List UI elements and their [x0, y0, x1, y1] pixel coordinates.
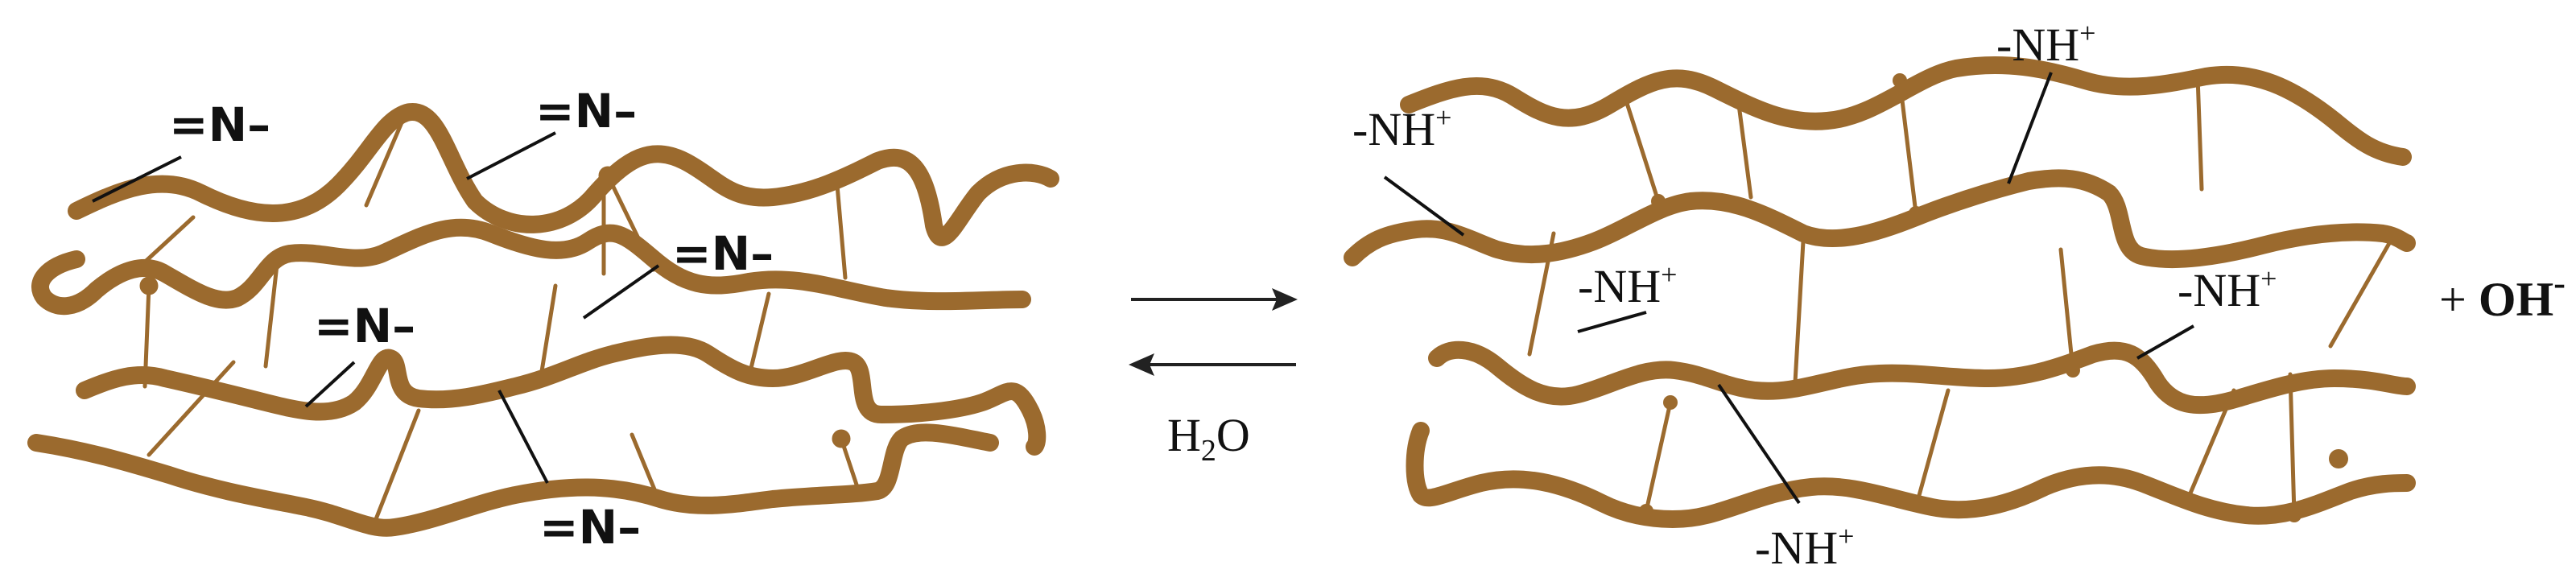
leader-line	[1577, 311, 1647, 333]
crosslink	[2328, 231, 2397, 349]
crosslink	[2288, 372, 2297, 518]
imine-label: =N–	[169, 97, 270, 152]
polymer-chain	[1406, 422, 2416, 528]
imine-label: =N–	[672, 226, 774, 281]
crosslink	[746, 291, 771, 381]
crosslink	[1624, 98, 1661, 204]
crosslink	[1793, 239, 1806, 385]
imine-label: =N–	[539, 500, 641, 555]
polymer-chain	[27, 423, 999, 537]
leader-line	[582, 264, 660, 320]
leader-line	[2007, 72, 2053, 184]
leader-line	[497, 390, 549, 484]
junction-dot	[1663, 395, 1678, 410]
right-crosslinks	[1527, 74, 2397, 518]
left-labels: =N– =N– =N– =N– =N–	[169, 84, 774, 555]
protonated-amine-label: -NH+	[1352, 101, 1451, 155]
protonated-amine-label: -NH+	[1996, 17, 2095, 71]
polymer-chain	[1344, 169, 2416, 269]
crosslink	[1736, 102, 1753, 200]
equilibrium-arrows	[1129, 288, 1298, 376]
left-leader-lines	[92, 131, 660, 484]
left-crosslinks	[138, 118, 864, 526]
crosslink	[372, 408, 421, 526]
crosslink	[1897, 78, 1918, 216]
leader-line	[92, 155, 182, 203]
leader-line	[1383, 175, 1465, 237]
junction-dot	[2329, 449, 2348, 468]
crosslink	[147, 360, 236, 457]
crosslink	[2058, 247, 2075, 373]
left-chains	[27, 103, 1059, 537]
leader-line	[2136, 324, 2194, 360]
hydroxide-product: + OH-	[2439, 263, 2566, 326]
forward-arrow-head	[1272, 288, 1298, 311]
polymer-chain	[1400, 56, 2412, 166]
water-reagent-label: H2O	[1167, 409, 1250, 468]
crosslink	[263, 255, 280, 369]
polymer-chain	[76, 336, 1046, 456]
leader-line	[1717, 383, 1801, 505]
left-polymer-network: =N– =N– =N– =N– =N–	[27, 84, 1059, 555]
right-polymer-network: -NH+ -NH+ -NH+ -NH+ -NH+	[1344, 17, 2416, 574]
crosslink	[835, 183, 848, 280]
leader-line	[466, 131, 556, 180]
imine-label: =N–	[535, 84, 637, 138]
crosslink	[1644, 400, 1673, 514]
right-leader-lines	[1383, 72, 2194, 505]
imine-label: =N–	[314, 299, 415, 353]
polymer-chain	[1428, 340, 2416, 415]
side-chain-end	[139, 276, 159, 295]
polymer-chain	[31, 218, 1031, 316]
protonated-amine-label: -NH+	[2178, 262, 2277, 316]
crosslink	[138, 215, 196, 268]
side-chain-end	[832, 429, 851, 448]
right-chains	[1344, 56, 2416, 528]
polymer-chain	[68, 103, 1059, 246]
protonated-amine-label: -NH+	[1578, 258, 1677, 312]
right-labels: -NH+ -NH+ -NH+ -NH+ -NH+	[1352, 17, 2277, 574]
leader-line	[304, 361, 356, 408]
reverse-arrow-head	[1129, 353, 1154, 376]
protonated-amine-label: -NH+	[1755, 520, 1854, 574]
crosslink	[364, 118, 405, 208]
crosslink	[2195, 74, 2204, 192]
crosslink	[1913, 388, 1951, 510]
